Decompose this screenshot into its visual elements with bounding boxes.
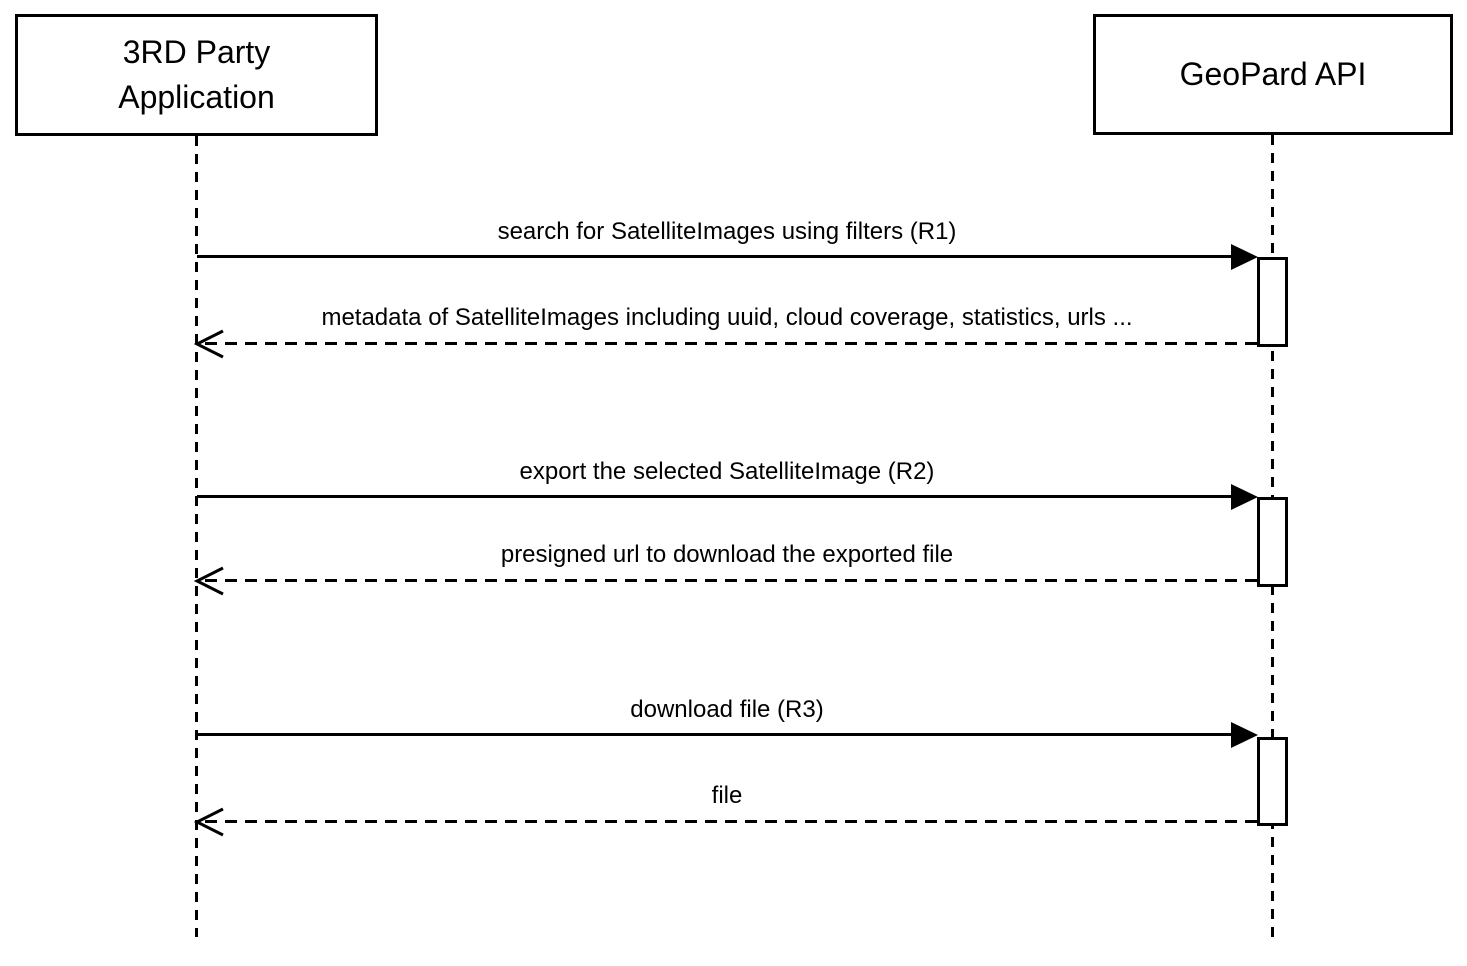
activation-bar — [1257, 257, 1288, 347]
actor-third-party-application: 3RD Party Application — [15, 14, 378, 136]
message-line-solid — [197, 495, 1233, 498]
activation-bar — [1257, 497, 1288, 587]
message-line-dashed — [205, 579, 1257, 582]
message-label-download: download file (R3) — [630, 696, 824, 723]
message-label-search: search for SatelliteImages using filters… — [497, 218, 957, 245]
message-label-metadata: metadata of SatelliteImages including uu… — [321, 304, 1133, 331]
message-label-presigned-url: presigned url to download the exported f… — [500, 541, 954, 568]
message-line-dashed — [205, 342, 1257, 345]
activation-bar — [1257, 737, 1288, 826]
message-label-export: export the selected SatelliteImage (R2) — [519, 458, 935, 485]
arrowhead-filled-right-icon — [1231, 722, 1258, 748]
arrowhead-filled-right-icon — [1231, 484, 1258, 510]
actor-label-line: GeoPard API — [1179, 56, 1367, 92]
arrowhead-open-left-icon — [194, 807, 224, 837]
message-label-file: file — [711, 782, 743, 809]
message-line-dashed — [205, 820, 1257, 823]
actor-geopard-api: GeoPard API — [1093, 14, 1453, 135]
arrowhead-filled-right-icon — [1231, 244, 1258, 270]
actor-label-line: Application — [118, 79, 275, 115]
lifeline-third-party-application — [195, 136, 198, 937]
arrowhead-open-left-icon — [194, 329, 224, 359]
message-line-solid — [197, 733, 1233, 736]
actor-label-line: 3RD Party — [122, 34, 271, 70]
arrowhead-open-left-icon — [194, 566, 224, 596]
message-line-solid — [197, 255, 1233, 258]
